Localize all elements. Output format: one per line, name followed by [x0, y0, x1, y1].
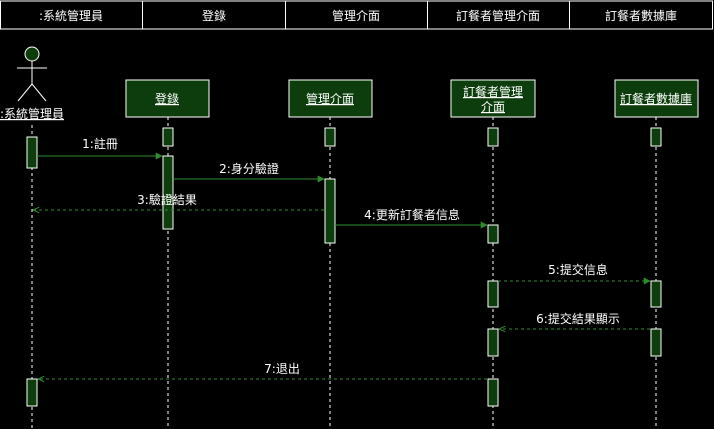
lifeline-heads [162, 127, 662, 147]
activation-sysadmin-1 [26, 136, 38, 169]
lifelines [31, 117, 657, 429]
object-sub-ui-box [450, 79, 536, 118]
message-2-label: 2:身分驗證 [219, 161, 279, 176]
message-6-label: 6:提交結果顯示 [536, 311, 620, 326]
activation-sub-ui-4 [487, 378, 499, 407]
activation-sub-ui-2 [487, 280, 499, 308]
actor-sysadmin-label: :系統管理員 [0, 106, 64, 121]
object-sub-ui-label-line2: 介面 [481, 100, 505, 114]
activation-admin-ui-1 [324, 178, 336, 244]
object-admin-ui[interactable]: 管理介面 [288, 79, 373, 118]
lane-header-sysadmin [0, 0, 143, 30]
lane-header-sub-ui-label: 訂餐者管理介面 [456, 8, 540, 23]
lane-header-sysadmin-label: :系統管理員 [39, 8, 103, 23]
message-1-label: 1:註冊 [82, 137, 118, 151]
lane-header-admin-ui [285, 0, 428, 30]
activation-login-1 [162, 155, 174, 230]
lane-header-sub-db [569, 0, 713, 30]
message-7-label: 7:退出 [264, 362, 300, 376]
object-sub-ui[interactable]: 訂餐者管理 介面 [450, 79, 536, 118]
object-sub-db[interactable]: 訂餐者數據庫 [614, 79, 699, 118]
activation-sub-ui-3 [487, 328, 499, 357]
object-login-box [125, 79, 210, 118]
lane-header-sub-db-label: 訂餐者數據庫 [605, 8, 677, 23]
message-5-label: 5:提交信息 [548, 262, 608, 277]
activation-sub-ui-1 [487, 224, 499, 244]
activation-sub-db-1 [650, 280, 662, 308]
actor-head-icon [24, 46, 40, 62]
lane-header-login [142, 0, 286, 30]
lifeline-head-login [162, 127, 174, 147]
lane-header-row: :系統管理員 登錄 管理介面 訂餐者管理介面 訂餐者數據庫 [0, 0, 713, 30]
object-sub-ui-label-line1: 訂餐者管理 [463, 84, 523, 99]
message-4-label: 4:更新訂餐者信息 [364, 207, 460, 222]
message-3-label: 3:驗證結果 [137, 192, 197, 207]
lifeline-head-sub-db [650, 127, 662, 147]
object-sub-db-label: 訂餐者數據庫 [620, 91, 692, 106]
object-login[interactable]: 登錄 [125, 79, 210, 118]
object-sub-db-box [614, 79, 699, 118]
lifeline-head-admin-ui [324, 127, 336, 147]
lane-header-admin-ui-label: 管理介面 [332, 8, 380, 23]
activation-bars [26, 136, 662, 407]
object-admin-ui-box [288, 79, 373, 118]
lifeline-head-sub-ui [487, 127, 499, 147]
object-admin-ui-label: 管理介面 [306, 91, 354, 106]
actor-sysadmin[interactable]: :系統管理員 [0, 46, 64, 121]
messages: 1:註冊 2:身分驗證 3:驗證結果 4:更新訂餐者信息 5:提交信息 6:提交… [33, 137, 651, 379]
lane-header-login-label: 登錄 [202, 8, 226, 23]
activation-sysadmin-2 [26, 378, 38, 407]
activation-sub-db-2 [650, 328, 662, 357]
object-login-label: 登錄 [155, 91, 179, 106]
